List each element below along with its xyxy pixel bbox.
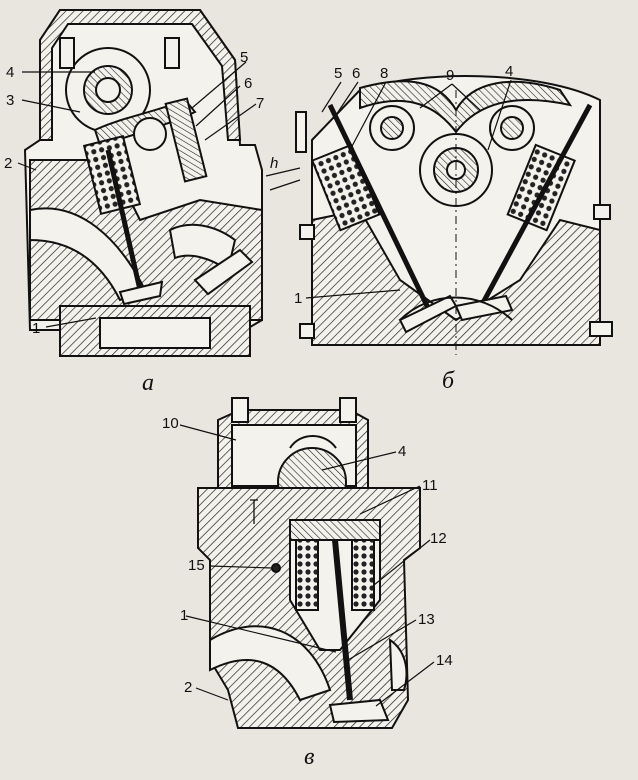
panel-v-drawing	[197, 397, 421, 729]
labels: 4 3 2 1 5 6 7 h а 5 6 8 9 4 1 б 10 4 11 …	[4, 49, 513, 770]
panel-a-leaders	[17, 61, 257, 328]
v-label-10: 10	[162, 415, 179, 432]
v-label-4: 4	[398, 443, 406, 460]
b-label-5: 5	[334, 65, 342, 82]
panel-b-caption: б	[442, 368, 455, 394]
panel-a-drawing	[23, 9, 301, 357]
b-label-1: 1	[294, 290, 302, 307]
panel-a-caption: а	[142, 370, 154, 396]
b-label-6: 6	[352, 65, 360, 82]
v-label-13: 13	[418, 611, 435, 628]
v-label-1: 1	[180, 607, 188, 624]
a-label-h: h	[270, 155, 278, 172]
a-label-6: 6	[244, 75, 252, 92]
v-label-15: 15	[188, 557, 205, 574]
a-label-7: 7	[256, 95, 264, 112]
panel-v-caption: в	[304, 744, 314, 770]
a-label-4: 4	[6, 64, 14, 81]
panel-b-drawing	[295, 75, 613, 355]
b-label-8: 8	[380, 65, 388, 82]
panel-b-leaders	[305, 79, 512, 299]
v-label-14: 14	[436, 652, 453, 669]
v-label-2: 2	[184, 679, 192, 696]
a-label-3: 3	[6, 92, 14, 109]
b-label-4: 4	[505, 63, 513, 80]
v-label-11: 11	[422, 477, 438, 494]
panel-v-leaders	[179, 424, 435, 707]
a-label-2: 2	[4, 155, 12, 172]
a-label-5: 5	[240, 49, 248, 66]
a-label-1: 1	[32, 320, 40, 337]
v-label-12: 12	[430, 530, 447, 547]
b-label-9: 9	[446, 67, 454, 84]
